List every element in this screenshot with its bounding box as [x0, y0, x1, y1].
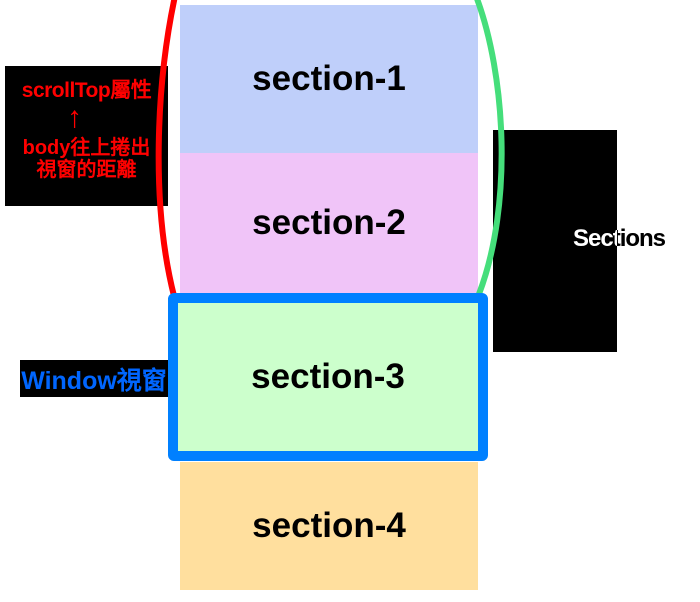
- section-4-label: section-4: [252, 506, 406, 545]
- up-arrow-icon: ↑: [67, 101, 82, 135]
- section-2-label: section-2: [252, 203, 406, 242]
- annotation-line-body-scrolled: body往上捲出: [22, 137, 151, 160]
- scrolltop-attribute-label: scrollTop屬性: [21, 79, 152, 102]
- annotation-line-distance: 視窗的距離: [36, 159, 137, 182]
- section-4-box: section-4: [180, 462, 478, 590]
- section-2-box: section-2: [180, 153, 478, 293]
- right-panel-box: [493, 130, 617, 352]
- window-label-box: Window視窗: [20, 360, 168, 397]
- right-panel-label: Sections: [573, 225, 666, 252]
- section-1-label: section-1: [252, 59, 406, 98]
- window-viewport-box: section-3: [168, 293, 488, 461]
- section-1-box: section-1: [180, 5, 478, 153]
- section-3-label: section-3: [251, 357, 405, 396]
- scrolltop-annotation-box: scrollTop屬性 ↑ body往上捲出 視窗的距離: [5, 66, 168, 206]
- window-viewport-label: Window視窗: [21, 366, 167, 395]
